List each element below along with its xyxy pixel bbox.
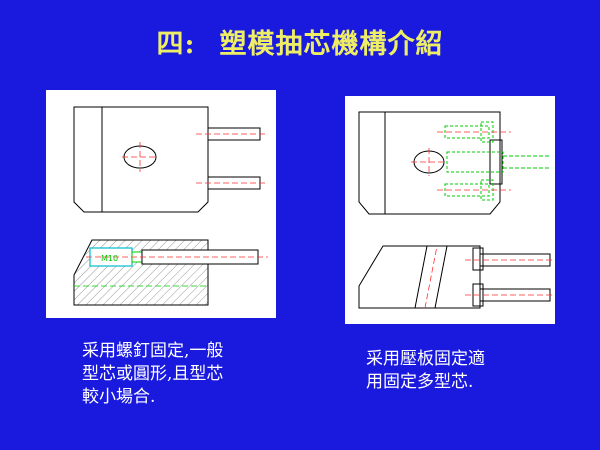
title-number: 四: [156, 29, 196, 60]
right-drawing-panel [345, 96, 555, 324]
m10-label: M10 [101, 254, 118, 263]
screw-fixed-core-drawing: M10 [73, 106, 268, 306]
right-bolts [444, 121, 504, 201]
left-drawing-panel: M10 [46, 90, 276, 318]
left-top-centerlines [122, 133, 268, 184]
left-caption: 采用螺釘固定,一般 型芯或圓形,且型芯 較小場合. [82, 341, 224, 407]
title-text: 塑模抽芯機構介紹 [219, 29, 444, 60]
right-top-centerlines [411, 131, 511, 191]
plate-fixed-core-drawing [358, 111, 553, 309]
left-top-view [73, 106, 261, 213]
right-section-centerlines [424, 245, 553, 309]
right-pins [503, 155, 549, 169]
right-section-view [358, 245, 551, 309]
left-section-view: M10 [73, 239, 268, 306]
slide-title: 四: 塑模抽芯機構介紹 [0, 22, 600, 61]
right-caption: 采用壓板固定適 用固定多型芯. [366, 349, 485, 392]
